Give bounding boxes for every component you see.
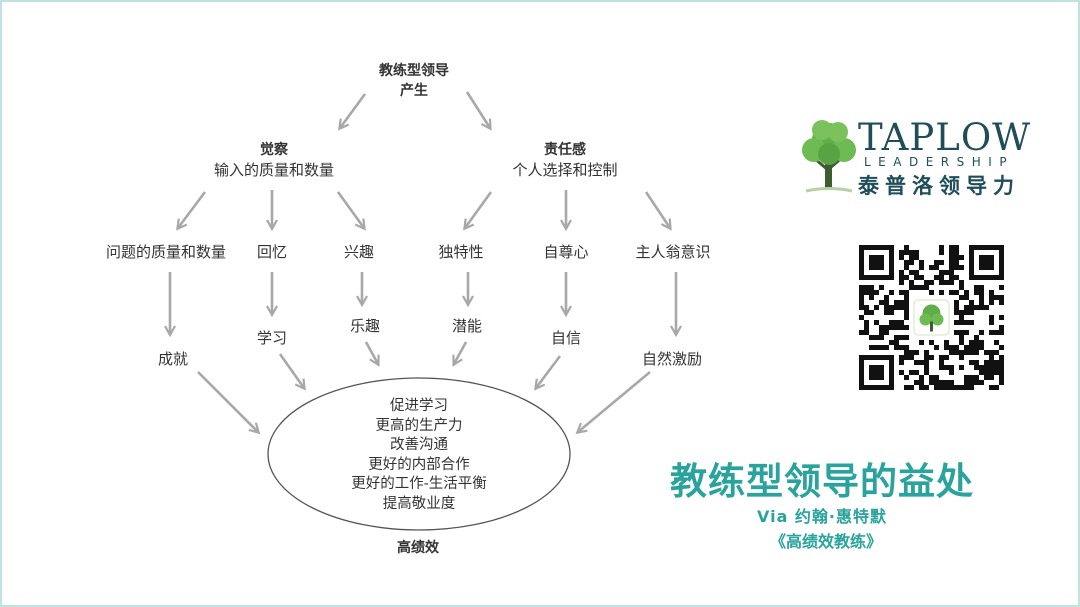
node-high-performance: 高绩效	[397, 540, 439, 556]
benefit-item: 更好的内部合作	[368, 456, 470, 473]
node-achievement: 成就	[157, 350, 189, 368]
logo-subtitle: LEADERSHIP	[864, 155, 1015, 169]
node-responsibility: 责任感 个人选择和控制	[512, 140, 617, 180]
node-responsibility-title: 责任感	[543, 142, 586, 158]
logo-chinese-name: 泰普洛领导力	[858, 174, 1020, 198]
node-uniqueness: 独特性	[438, 243, 484, 261]
arrow	[536, 355, 562, 388]
arrow	[178, 191, 207, 228]
arrow	[465, 91, 490, 128]
node-natural-motivation: 自然激励	[641, 350, 703, 368]
node-ownership: 主人翁意识	[635, 243, 711, 261]
arrow	[197, 371, 258, 432]
page-title: 教练型领导的益处	[670, 460, 974, 503]
arrow	[364, 341, 378, 364]
benefit-item: 促进学习	[390, 398, 448, 414]
node-learning: 学习	[256, 329, 288, 347]
node-interest: 兴趣	[343, 243, 375, 261]
benefit-item: 更好的工作-生活平衡	[351, 476, 487, 493]
arrow	[336, 191, 364, 228]
node-coaching-leadership: 教练型领导 产生	[379, 61, 449, 101]
benefit-item: 更高的生产力	[375, 417, 463, 434]
credit-book: 《高绩效教练》	[769, 532, 883, 551]
credit-author: Via 约翰·惠特默	[756, 507, 888, 526]
node-awareness: 觉察 输入的质量和数量	[214, 140, 334, 180]
node-self-esteem: 自尊心	[543, 243, 589, 261]
node-fun: 乐趣	[349, 317, 381, 335]
benefit-item: 提高敬业度	[382, 495, 456, 512]
node-responsibility-sub: 个人选择和控制	[512, 161, 618, 179]
arrow	[454, 341, 468, 364]
benefits-ellipse	[267, 377, 571, 531]
qr-code-icon	[859, 245, 1004, 390]
logo-name: TAPLOW	[858, 116, 1032, 159]
node-coaching-leadership-title: 教练型领导	[379, 63, 449, 79]
node-coaching-leadership-sub: 产生	[400, 83, 428, 99]
arrow	[465, 191, 493, 228]
tree-icon	[802, 120, 856, 193]
benefits-list: 促进学习 更高的生产力 改善沟通 更好的内部合作 更好的工作-生活平衡 提高敬业…	[351, 397, 486, 515]
node-potential: 潜能	[451, 317, 483, 335]
arrow	[644, 191, 670, 228]
arrow	[578, 371, 651, 432]
node-question-quality: 问题的质量和数量	[105, 243, 227, 261]
node-recall: 回忆	[256, 243, 288, 261]
node-awareness-sub: 输入的质量和数量	[213, 161, 335, 179]
benefit-item: 改善沟通	[390, 437, 448, 454]
arrow	[278, 353, 304, 388]
node-awareness-title: 觉察	[259, 142, 288, 158]
arrow	[340, 93, 367, 128]
taplow-logo: TAPLOW LEADERSHIP 泰普洛领导力	[800, 118, 1050, 198]
node-confidence: 自信	[550, 329, 582, 347]
